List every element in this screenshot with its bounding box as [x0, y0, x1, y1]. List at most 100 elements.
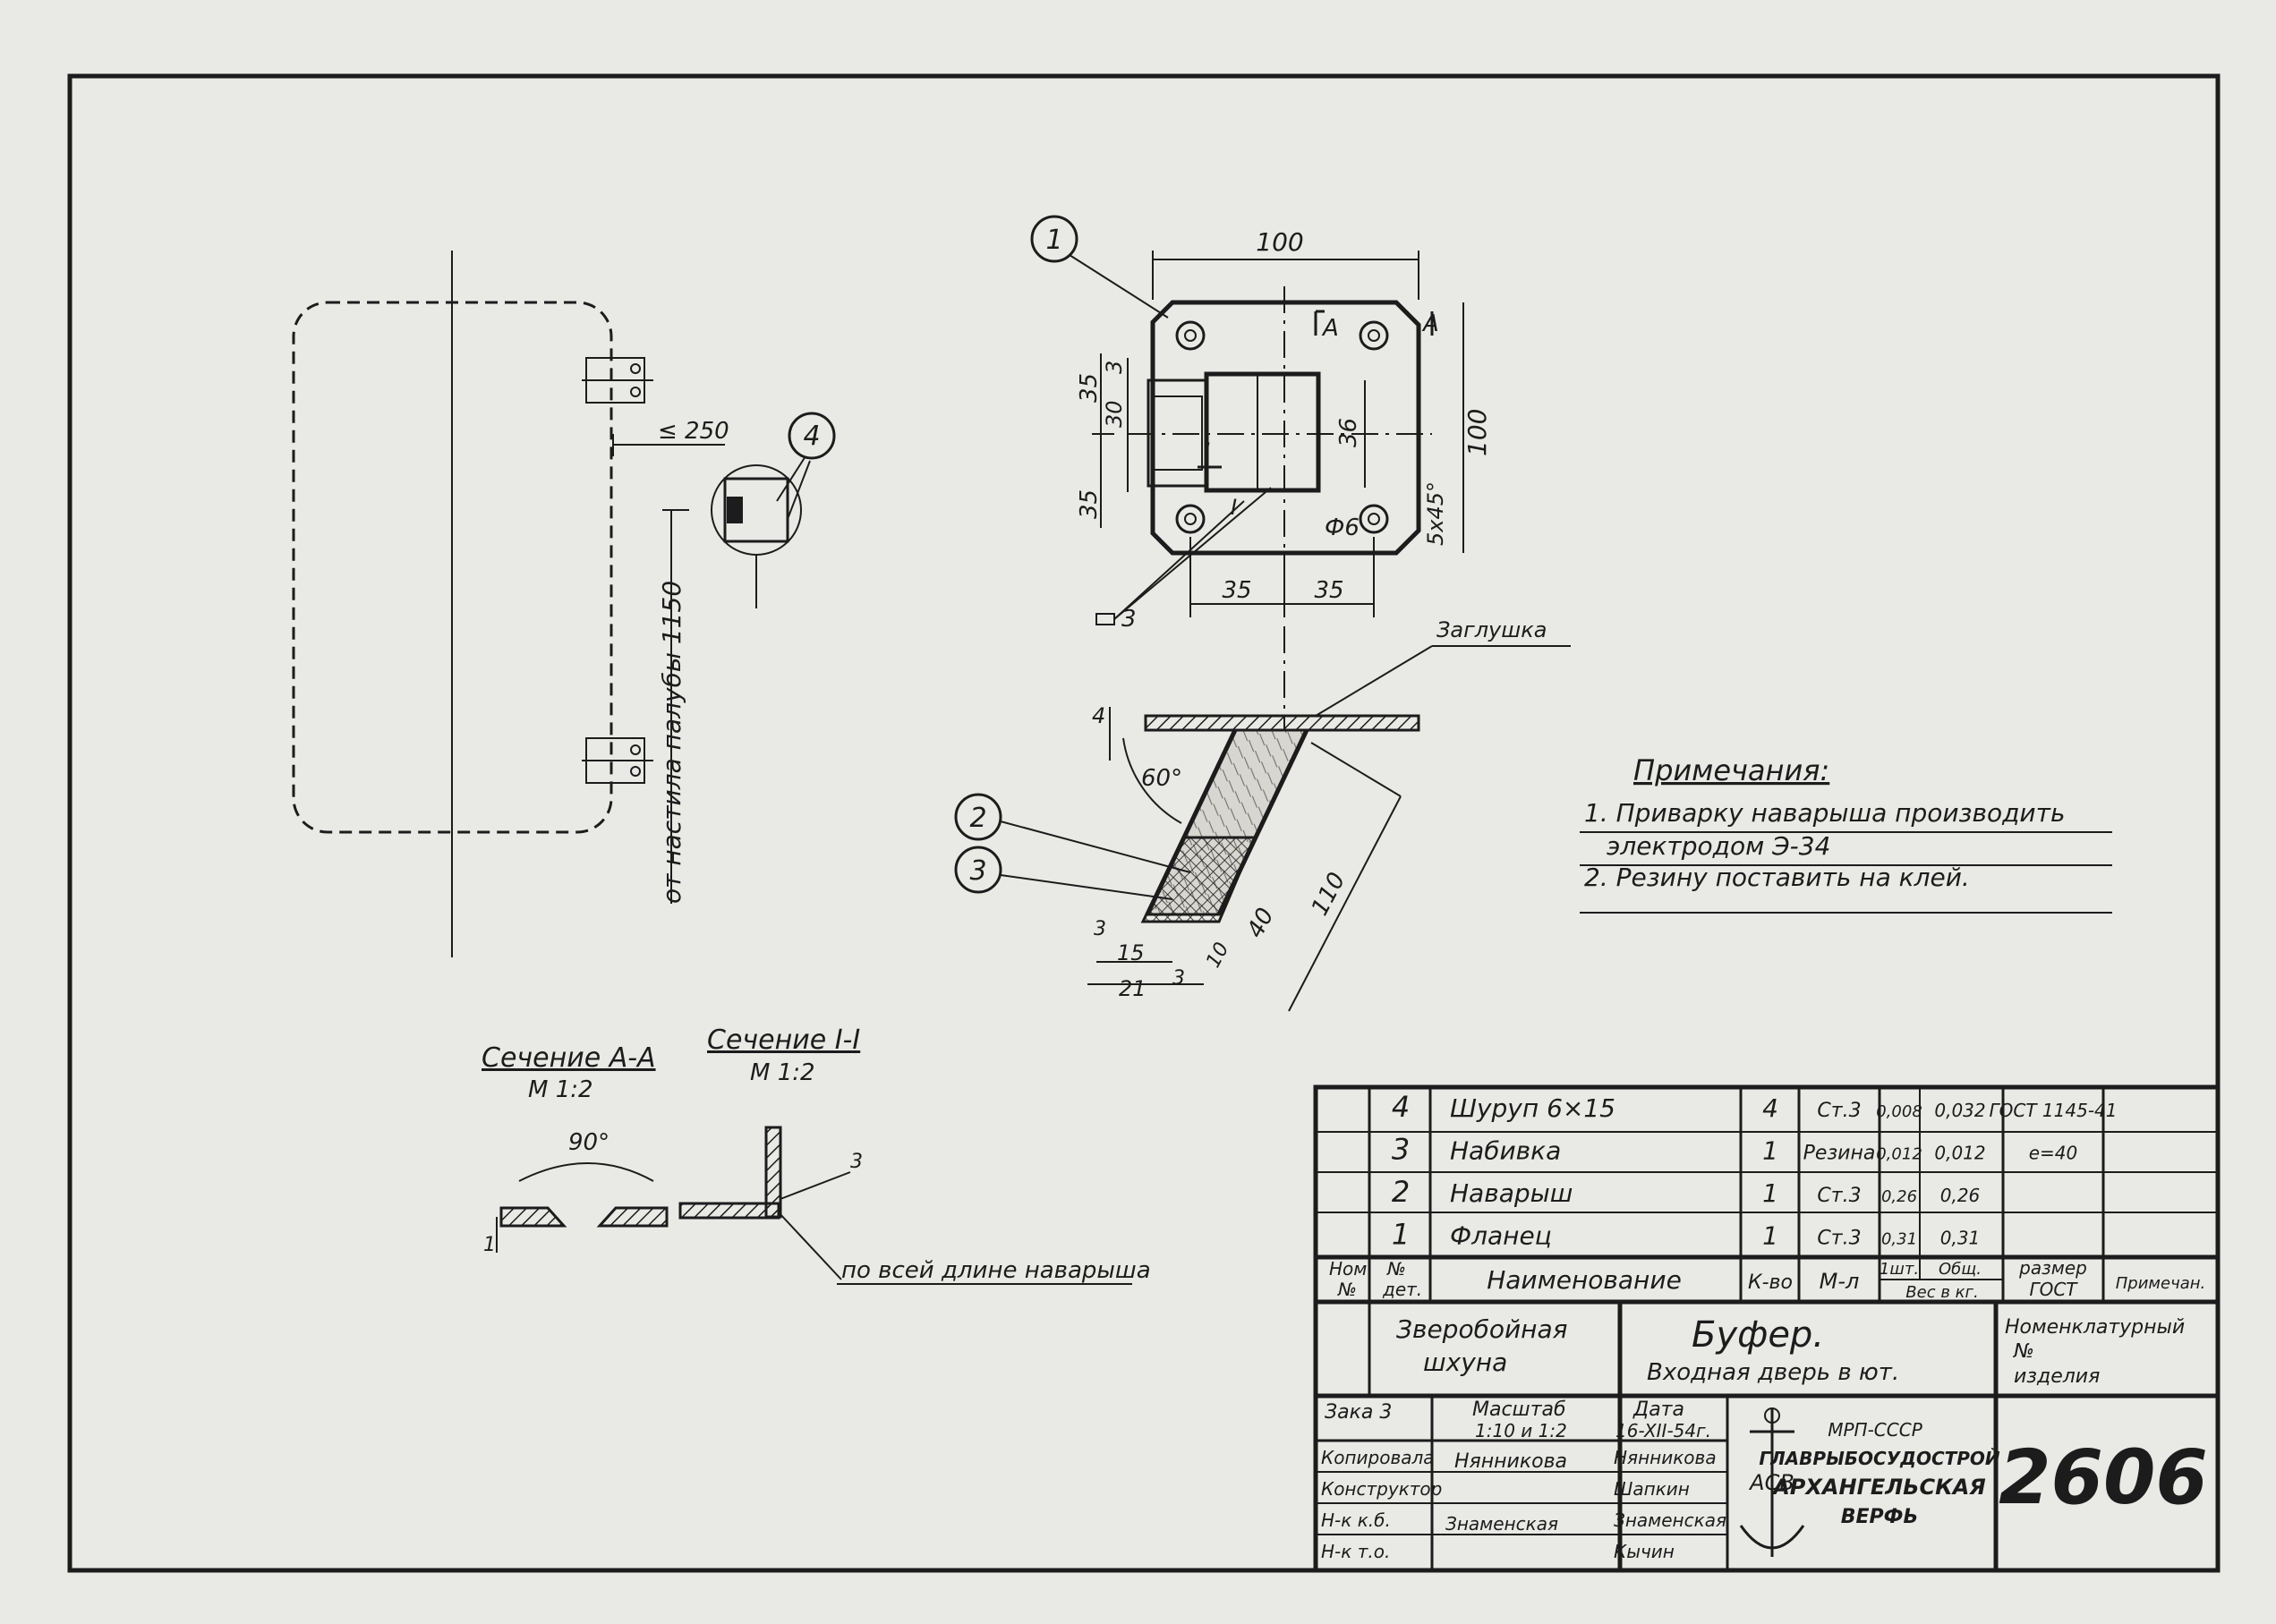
tb-role-3: Н-к к.б. [1321, 1509, 1391, 1531]
door-hinge-bottom [582, 737, 653, 784]
dim-3-text: 3 [1102, 361, 1127, 374]
bom-cell-qty: 1 [1762, 1178, 1778, 1208]
dim-110-line [1288, 795, 1402, 1012]
tb-sign-2: Знаменская [1445, 1513, 1558, 1535]
flange-plan-view: 1 100 100 35 35 3 30 36 5x45° Ф6 35 [1030, 215, 1492, 633]
tb-org-4: ВЕРФЬ [1841, 1506, 1919, 1528]
tb-order: Зака 3 [1325, 1401, 1392, 1424]
section-i-mark: I [1204, 438, 1210, 463]
bom-cell-qty: 1 [1762, 1136, 1778, 1166]
bom-cell-w2: 0,31 [1940, 1228, 1981, 1249]
tb-sign-1: Нянникова [1454, 1450, 1567, 1473]
dim-10-text: 10 [1202, 939, 1233, 971]
bom-cell-w1: 0,012 [1876, 1145, 1922, 1164]
dim-3a-text: 3 [1094, 918, 1106, 940]
bom-cell-name: Наварыш [1450, 1178, 1573, 1208]
bom-header-pos-1: Ном. [1329, 1258, 1373, 1280]
tb-part-title: Буфер. [1692, 1314, 1824, 1356]
notes-title: Примечания: [1633, 753, 1829, 787]
tb-nomen-1: Номенклатурный [2005, 1316, 2185, 1339]
section-i-mark-2: I [1231, 495, 1237, 520]
tb-nomen-2: № [2013, 1340, 2034, 1363]
dim-40-text: 40 [1242, 904, 1280, 942]
bom-header-pos-2: № [1337, 1279, 1357, 1300]
bom-cell-w1: 0,008 [1876, 1102, 1922, 1121]
bom-cell-qty: 1 [1762, 1221, 1778, 1251]
bom-cell-name: Фланец [1450, 1221, 1552, 1251]
bom-cell-w1: 0,26 [1881, 1187, 1917, 1206]
tb-role-1: Копировала [1321, 1447, 1435, 1468]
section-aa: Сечение А-А М 1:2 90° 1 [482, 1042, 669, 1256]
callout-2 [954, 793, 1002, 841]
dim-4-text: 4 [1092, 703, 1105, 728]
tb-role-4: Н-к т.о. [1321, 1541, 1390, 1562]
bom-cell-pos: 4 [1392, 1090, 1410, 1124]
bom-header-qty: К-во [1748, 1271, 1793, 1294]
section-aa-title: Сечение А-А [482, 1042, 656, 1074]
buffer-location-block [727, 497, 743, 523]
bom-cell-w2: 0,012 [1934, 1143, 1985, 1164]
door-hinge-top [582, 357, 653, 404]
callout-2-text: 2 [969, 803, 986, 834]
tb-date-label: Дата [1632, 1399, 1684, 1421]
bom-header-w1: 1шт. [1880, 1260, 1919, 1279]
section-a-mark-2: A [1421, 310, 1439, 337]
dim-right-text: 100 [1462, 409, 1492, 456]
buffer-side-section: Заглушка 4 60° 110 40 10 15 21 3 3 2 3 [954, 617, 1571, 1012]
chamfer-text: 5x45° [1423, 481, 1448, 546]
weld-leg-3-text: 3 [1121, 606, 1137, 633]
bom-header-size-2: ГОСТ [2029, 1279, 2078, 1300]
tb-vessel-1: Зверобойная [1396, 1314, 1568, 1344]
bom-header-name: Наименование [1487, 1265, 1682, 1295]
bom-cell-mat: Резина [1803, 1143, 1876, 1165]
tb-name-3: Знаменская [1614, 1509, 1726, 1531]
tb-scale-label: Масштаб [1472, 1399, 1566, 1421]
bom-cell-pos: 1 [1392, 1218, 1410, 1252]
flange-outline [1150, 300, 1421, 556]
section-a-mark: A [1321, 315, 1339, 342]
tb-org-2: ГЛАВРЫБОСУДОСТРОЙ [1759, 1448, 2000, 1469]
logo-text: АСВ [1748, 1470, 1794, 1495]
tb-vessel-2: шхуна [1423, 1348, 1507, 1377]
angle-arc [1122, 737, 1182, 824]
hole-text: Ф6 [1325, 514, 1360, 541]
dim-bottom-2-text: 35 [1314, 577, 1343, 604]
bom-cell-size: е=40 [2029, 1143, 2078, 1164]
dim-36-text: 36 [1335, 418, 1362, 447]
tb-role-2: Конструктор [1321, 1478, 1442, 1500]
tb-part-sub: Входная дверь в ют. [1647, 1359, 1899, 1386]
bom-cell-mat: Ст.3 [1817, 1228, 1861, 1250]
callout-3 [954, 846, 1002, 894]
bom-cell-size: ГОСТ 1145-41 [1990, 1100, 2118, 1121]
callout-3-text: 3 [969, 855, 986, 887]
sheet-border [67, 73, 2221, 1573]
tb-org-1: МРП-СССР [1828, 1419, 1922, 1441]
bom-cell-mat: Ст.3 [1817, 1185, 1861, 1207]
notes-line-2: электродом Э-34 [1607, 831, 1830, 861]
boss-body [1204, 371, 1321, 493]
bom-header-det-1: № [1386, 1258, 1406, 1280]
dim-110-text: 110 [1307, 868, 1351, 920]
callout-1 [1030, 215, 1078, 263]
section-ii-weld-leg: 3 [850, 1151, 863, 1173]
dim-3b-text: 3 [1172, 967, 1185, 990]
dim-30-text: 30 [1102, 400, 1127, 428]
bom-header-w2: Общ. [1939, 1260, 1982, 1279]
dim-250-text: ≤ 250 [658, 418, 729, 445]
section-ii: Сечение I-I М 1:2 3 по всей длине навары… [678, 1025, 1151, 1285]
section-ii-weld-note: по всей длине наварыша [841, 1257, 1151, 1284]
notes-line-3: 2. Резину поставить на клей. [1584, 863, 1970, 892]
bom-cell-mat: Ст.3 [1817, 1100, 1861, 1122]
bom-cell-qty: 4 [1762, 1093, 1778, 1123]
tb-date-value: 16-XII-54г. [1615, 1420, 1711, 1441]
bom-cell-name: Набивка [1450, 1136, 1561, 1166]
tb-scale-value: 1:10 и 1:2 [1475, 1420, 1567, 1441]
dim-top-text: 100 [1256, 227, 1303, 257]
dim-21-text: 21 [1119, 976, 1147, 1001]
tb-drawing-number: 2606 [1999, 1433, 2208, 1521]
anchor-logo: АСВ [1739, 1407, 1805, 1557]
notes-block: Примечания: 1. Приварку наварыша произво… [1580, 753, 2112, 914]
